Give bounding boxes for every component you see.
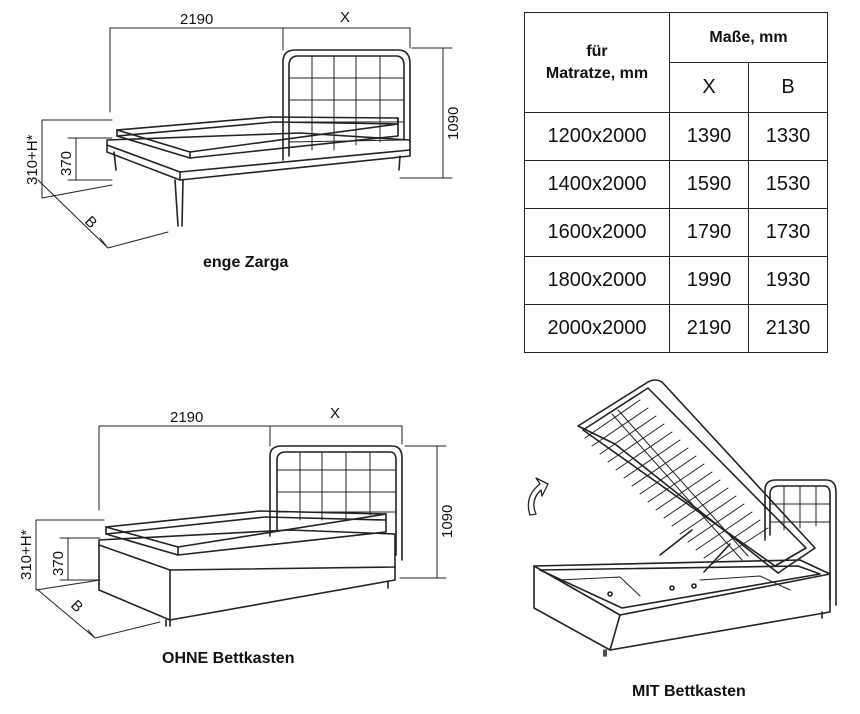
cell-x: 1590 [669, 160, 749, 209]
dim-x-top: X [340, 9, 350, 26]
cell-b: 1930 [748, 256, 828, 305]
table-row: 1200x2000 1390 1330 [524, 112, 828, 161]
cell-b: 1730 [748, 208, 828, 257]
header-col-b: B [748, 62, 828, 113]
bed-drawing-mit-bettkasten [527, 379, 837, 657]
cell-x: 1390 [669, 112, 749, 161]
cell-b: 1330 [748, 112, 828, 161]
dim-frame-height-middle: 370 [50, 551, 67, 576]
header-mattress-line2: Matratze, mm [545, 64, 649, 82]
cell-x: 1990 [669, 256, 749, 305]
bed-drawing-enge-zarga [37, 27, 453, 249]
header-dims: Maße, mm [669, 12, 828, 63]
cell-x: 2190 [669, 304, 749, 353]
dim-length-middle: 2190 [170, 409, 203, 426]
dim-height-top: 1090 [445, 107, 462, 140]
cell-mattress: 2000x2000 [524, 304, 670, 353]
dim-frame-height-top: 370 [58, 151, 75, 176]
dim-height-middle: 1090 [439, 505, 456, 538]
dim-x-middle: X [330, 405, 340, 422]
dim-width-top: B [81, 213, 100, 232]
cell-mattress: 1800x2000 [524, 256, 670, 305]
table-row: 1800x2000 1990 1930 [524, 256, 828, 305]
cell-b: 1530 [748, 160, 828, 209]
dim-side-height-middle: 310+H* [18, 529, 35, 580]
caption-ohne-bettkasten: OHNE Bettkasten [162, 650, 295, 667]
dimensions-table: für Matratze, mm Maße, mm X B 1200x2000 … [524, 12, 828, 353]
cell-mattress: 1400x2000 [524, 160, 670, 209]
header-mattress-line1: für [586, 42, 608, 60]
cell-mattress: 1600x2000 [524, 208, 670, 257]
table-subheader-row: X B [525, 62, 828, 113]
table-row: 2000x2000 2190 2130 [524, 304, 828, 353]
header-col-x: X [669, 62, 749, 113]
table-row: 1400x2000 1590 1530 [524, 160, 828, 209]
dim-length-top: 2190 [180, 11, 213, 28]
caption-enge-zarga: enge Zarga [203, 254, 289, 271]
table-row: 1600x2000 1790 1730 [524, 208, 828, 257]
dim-width-middle: B [67, 597, 86, 616]
bed-drawing-ohne-bettkasten [35, 425, 447, 639]
cell-x: 1790 [669, 208, 749, 257]
caption-mit-bettkasten: MIT Bettkasten [632, 683, 746, 700]
cell-b: 2130 [748, 304, 828, 353]
cell-mattress: 1200x2000 [524, 112, 670, 161]
table-header-row: für Matratze, mm Maße, mm [524, 12, 828, 113]
dim-side-height-top: 310+H* [24, 134, 41, 185]
header-mattress: für Matratze, mm [524, 12, 670, 113]
